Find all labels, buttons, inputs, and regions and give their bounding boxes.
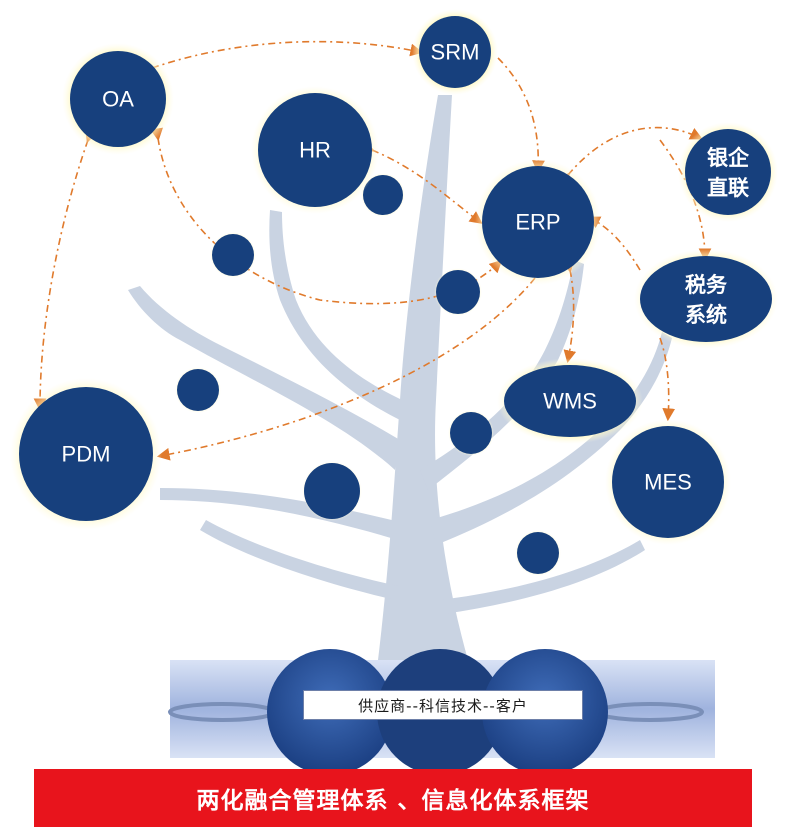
node-wms-label: WMS xyxy=(543,389,597,414)
node-hr-label: HR xyxy=(299,138,331,163)
footer-title-banner: 两化融合管理体系 、信息化体系框架 xyxy=(34,769,752,827)
node-hr: HR xyxy=(251,86,379,214)
node-srm: SRM xyxy=(412,9,498,95)
node-tax-label-line2: 系统 xyxy=(685,303,727,327)
node-wms: WMS xyxy=(497,358,643,444)
decorative-dots xyxy=(175,173,561,576)
node-bank-label-line2: 直联 xyxy=(707,176,749,200)
node-erp: ERP xyxy=(475,159,601,285)
tree-silhouette xyxy=(128,95,672,660)
node-bank: 银企 直联 xyxy=(678,122,778,222)
node-bank-label-line1: 银企 xyxy=(707,146,750,170)
node-oa-label: OA xyxy=(102,87,134,112)
node-pdm-label: PDM xyxy=(62,442,111,467)
node-mes: MES xyxy=(605,419,731,545)
supply-chain-label: 供应商--科信技术--客户 xyxy=(303,690,583,720)
node-srm-label: SRM xyxy=(431,40,480,65)
node-pdm: PDM xyxy=(10,378,162,530)
node-mes-label: MES xyxy=(644,470,692,495)
node-tax-label-line1: 税务 xyxy=(685,273,728,297)
node-oa: OA xyxy=(62,43,174,155)
node-erp-label: ERP xyxy=(515,210,560,235)
node-tax: 税务 系统 xyxy=(634,249,778,349)
